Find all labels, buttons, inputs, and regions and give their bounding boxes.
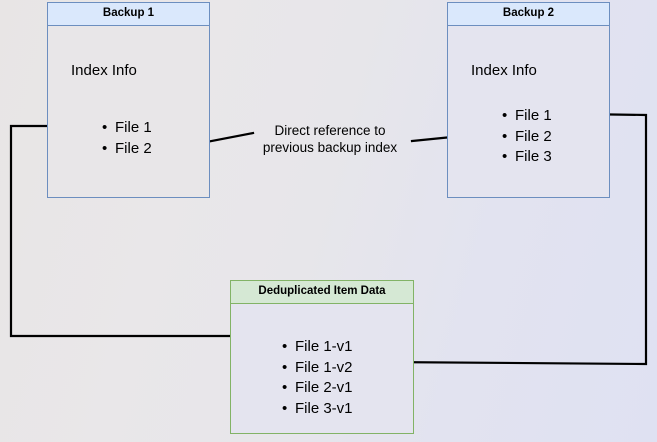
list-item: File 1 (102, 118, 152, 139)
list-item: File 1 (502, 106, 552, 127)
node-backup-1-header: Backup 1 (48, 3, 209, 26)
node-backup-2-header: Backup 2 (448, 3, 609, 26)
backup-2-file-list: File 1 File 2 File 3 (501, 106, 552, 168)
list-item: File 2-v1 (282, 378, 352, 399)
annotation-direct-reference-line-1: Direct reference to (274, 123, 386, 138)
annotation-direct-reference: Direct reference to previous backup inde… (250, 122, 410, 156)
node-backup-2[interactable]: Backup 2 (447, 2, 610, 198)
backup-1-index-info-label: Index Info (71, 62, 137, 79)
deduplicated-file-list: File 1-v1 File 1-v2 File 2-v1 File 3-v1 (281, 337, 352, 420)
backup-1-file-list: File 1 File 2 (101, 118, 152, 159)
list-item: File 2 (102, 139, 152, 160)
list-item: File 3 (502, 147, 552, 168)
annotation-direct-reference-line-2: previous backup index (262, 140, 398, 155)
list-item: File 3-v1 (282, 399, 352, 420)
node-backup-1[interactable]: Backup 1 (47, 2, 210, 198)
list-item: File 2 (502, 127, 552, 148)
node-deduplicated-item-data-header: Deduplicated Item Data (231, 281, 413, 304)
list-item: File 1-v2 (282, 358, 352, 379)
list-item: File 1-v1 (282, 337, 352, 358)
backup-2-index-info-label: Index Info (471, 62, 537, 79)
